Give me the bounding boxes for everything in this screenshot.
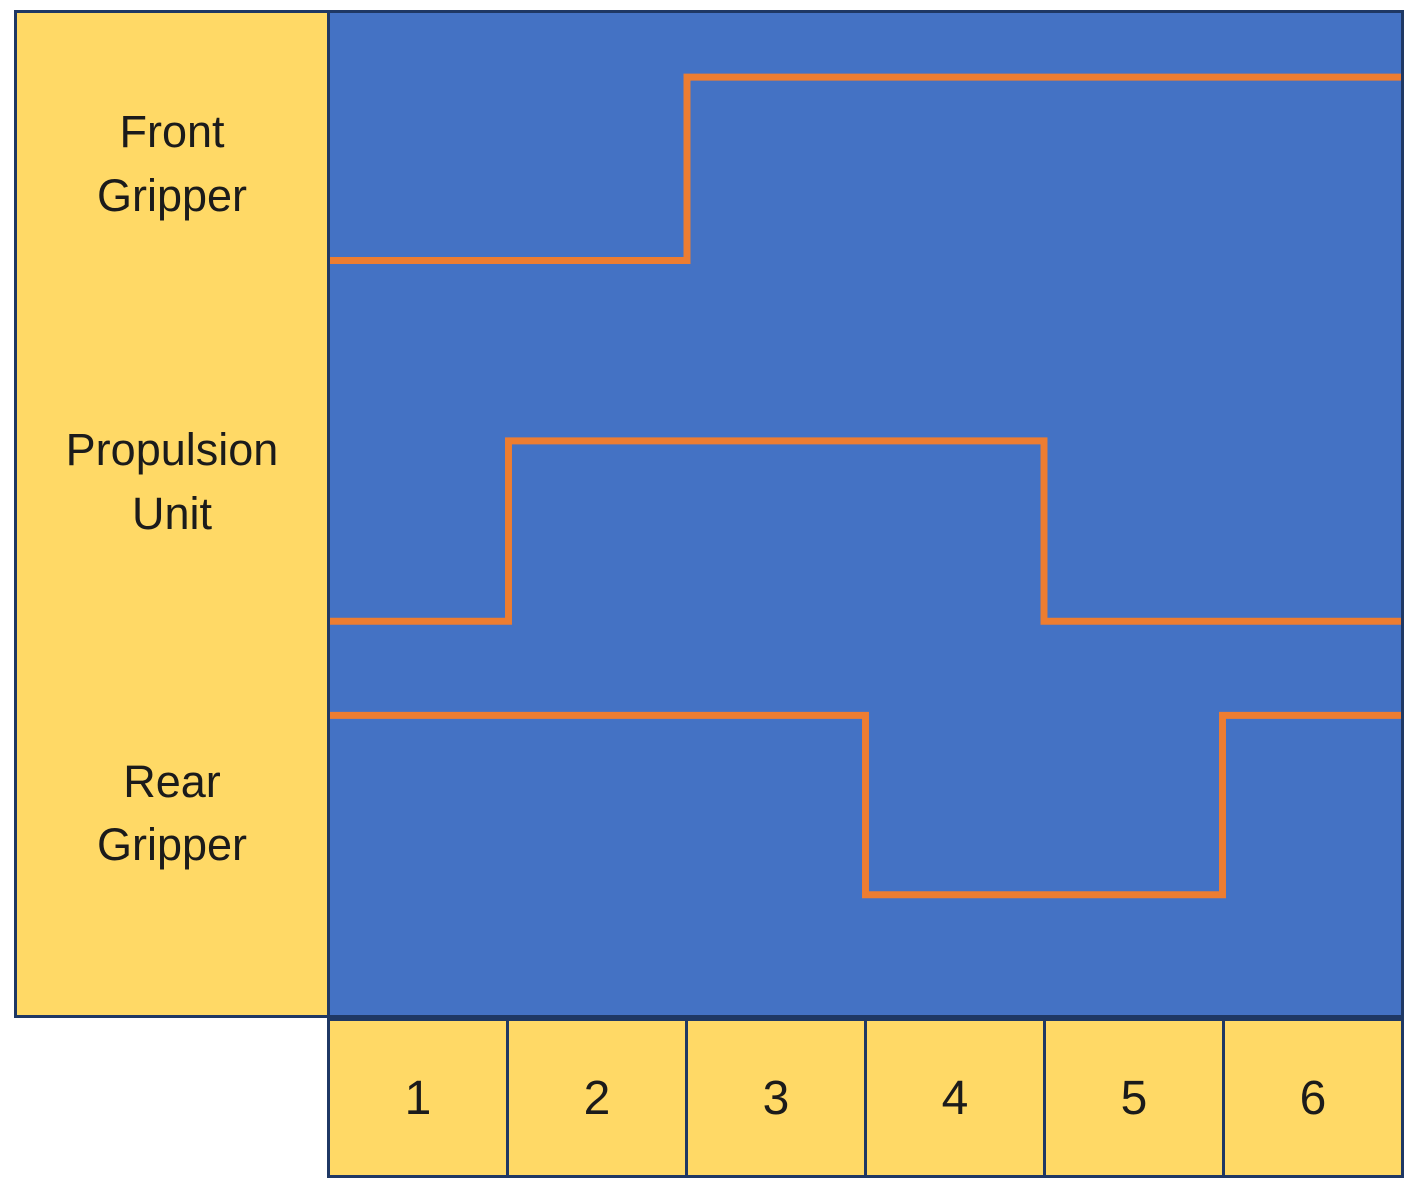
step-number: 6 <box>1299 1071 1327 1125</box>
step-number: 3 <box>762 1071 790 1125</box>
row-label-propulsion-unit: Propulsion Unit <box>65 424 279 539</box>
step-number: 1 <box>404 1071 432 1125</box>
signal-waveforms <box>330 73 1401 899</box>
step-cell-1: 1 <box>330 1021 509 1175</box>
step-cell-5: 5 <box>1046 1021 1225 1175</box>
step-number: 4 <box>941 1071 969 1125</box>
signal-line-propulsion-unit <box>330 437 1401 625</box>
row-label-rear-gripper: Rear Gripper <box>96 755 248 871</box>
step-axis: 1 2 3 4 5 6 <box>327 1018 1404 1178</box>
signal-line-rear-gripper <box>330 711 1401 899</box>
signal-label-panel: Front Gripper Propulsion Unit Rear Gripp… <box>14 10 327 1018</box>
signal-line-front-gripper <box>330 73 1401 264</box>
step-number: 5 <box>1120 1071 1148 1125</box>
step-cell-3: 3 <box>688 1021 867 1175</box>
row-label-front-gripper: Front Gripper <box>96 106 248 222</box>
step-cell-6: 6 <box>1225 1021 1401 1175</box>
step-cell-4: 4 <box>867 1021 1046 1175</box>
plot-area <box>327 10 1404 1018</box>
step-cell-2: 2 <box>509 1021 688 1175</box>
step-number: 2 <box>583 1071 611 1125</box>
